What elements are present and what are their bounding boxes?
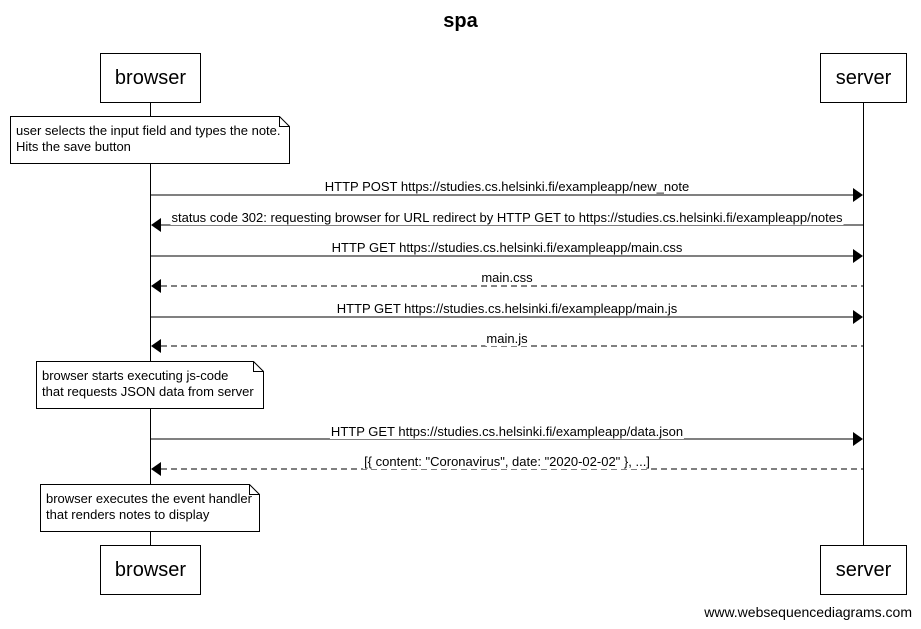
note-text: user selects the input field and types t… — [16, 123, 281, 155]
message-label-8: [{ content: "Coronavirus", date: "2020-0… — [363, 454, 651, 469]
message-arrow-6 — [151, 339, 863, 353]
message-arrow-7 — [151, 432, 863, 446]
message-label-3: HTTP GET https://studies.cs.helsinki.fi/… — [330, 240, 684, 255]
message-label-6: main.js — [485, 331, 529, 346]
message-label-1: HTTP POST https://studies.cs.helsinki.fi… — [323, 179, 691, 194]
message-label-2: status code 302: requesting browser for … — [170, 210, 844, 225]
participant-browser-bottom: browser — [100, 545, 201, 595]
message-arrow-3 — [151, 249, 863, 263]
participant-label: browser — [114, 558, 187, 581]
footer-watermark[interactable]: www.websequencediagrams.com — [704, 604, 912, 620]
participant-label: server — [835, 558, 892, 581]
message-label-7: HTTP GET https://studies.cs.helsinki.fi/… — [329, 424, 685, 439]
participant-server-top: server — [820, 53, 907, 103]
note-line: that renders notes to display — [46, 507, 210, 522]
participant-server-bottom: server — [820, 545, 907, 595]
message-label-4: main.css — [480, 270, 534, 285]
note-3: browser executes the event handler that … — [40, 484, 260, 532]
participant-browser-top: browser — [100, 53, 201, 103]
message-arrow-2 — [151, 218, 863, 232]
diagram-title: spa — [443, 10, 478, 32]
note-line: that requests JSON data from server — [42, 384, 254, 399]
message-arrow-1 — [151, 188, 863, 202]
note-text: browser starts executing js-code that re… — [42, 368, 254, 400]
note-2: browser starts executing js-code that re… — [36, 361, 264, 409]
message-label-5: HTTP GET https://studies.cs.helsinki.fi/… — [335, 301, 679, 316]
message-arrow-4 — [151, 279, 863, 293]
note-shape — [10, 116, 290, 164]
participant-label: server — [835, 66, 892, 89]
note-line: browser executes the event handler — [46, 491, 252, 506]
server-lifeline — [863, 102, 864, 546]
message-arrow-5 — [151, 310, 863, 324]
note-text: browser executes the event handler that … — [46, 491, 252, 523]
note-line: user selects the input field and types t… — [16, 123, 281, 138]
note-line: browser starts executing js-code — [42, 368, 229, 383]
note-1: user selects the input field and types t… — [10, 116, 290, 164]
browser-lifeline — [150, 102, 151, 546]
note-shape — [40, 484, 260, 532]
participant-label: browser — [114, 66, 187, 89]
message-arrow-8 — [151, 462, 863, 476]
note-line: Hits the save button — [16, 139, 131, 154]
note-shape — [36, 361, 264, 409]
